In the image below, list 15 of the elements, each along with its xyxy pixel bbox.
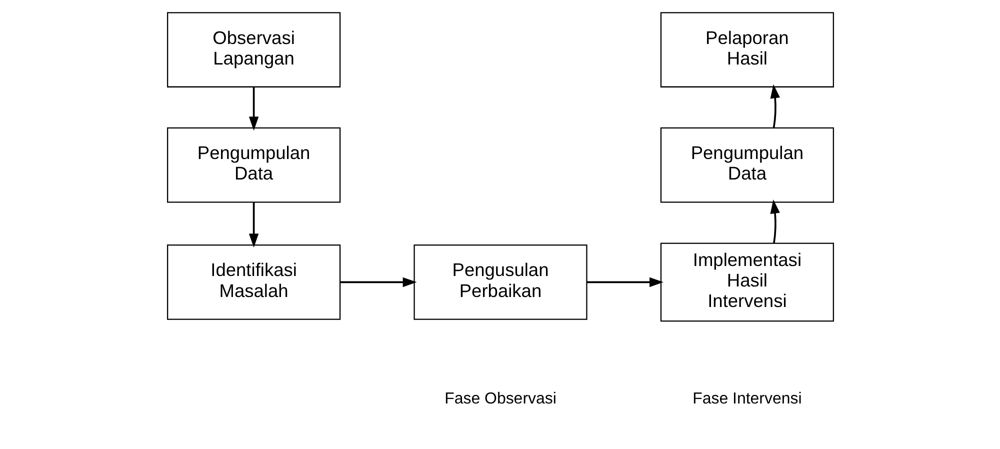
node-box: Pengumpulan Data	[660, 127, 834, 203]
node-box: Identifikasi Masalah	[166, 244, 340, 320]
arrow	[586, 277, 663, 288]
label: Fase Intervensi	[692, 390, 802, 408]
arrow	[770, 84, 780, 128]
node-box: Pelaporan Hasil	[660, 12, 834, 88]
node-box: Pengumpulan Data	[166, 127, 340, 203]
arrow	[248, 86, 258, 131]
arrow	[248, 202, 258, 248]
node-box: Observasi Lapangan	[166, 12, 340, 88]
node-box: Pengusulan Perbaikan	[413, 244, 587, 320]
arrow	[770, 200, 780, 244]
node-box: Implementasi Hasil Intervensi	[660, 242, 834, 322]
label: Fase Observasi	[444, 390, 556, 408]
arrow	[340, 277, 416, 288]
